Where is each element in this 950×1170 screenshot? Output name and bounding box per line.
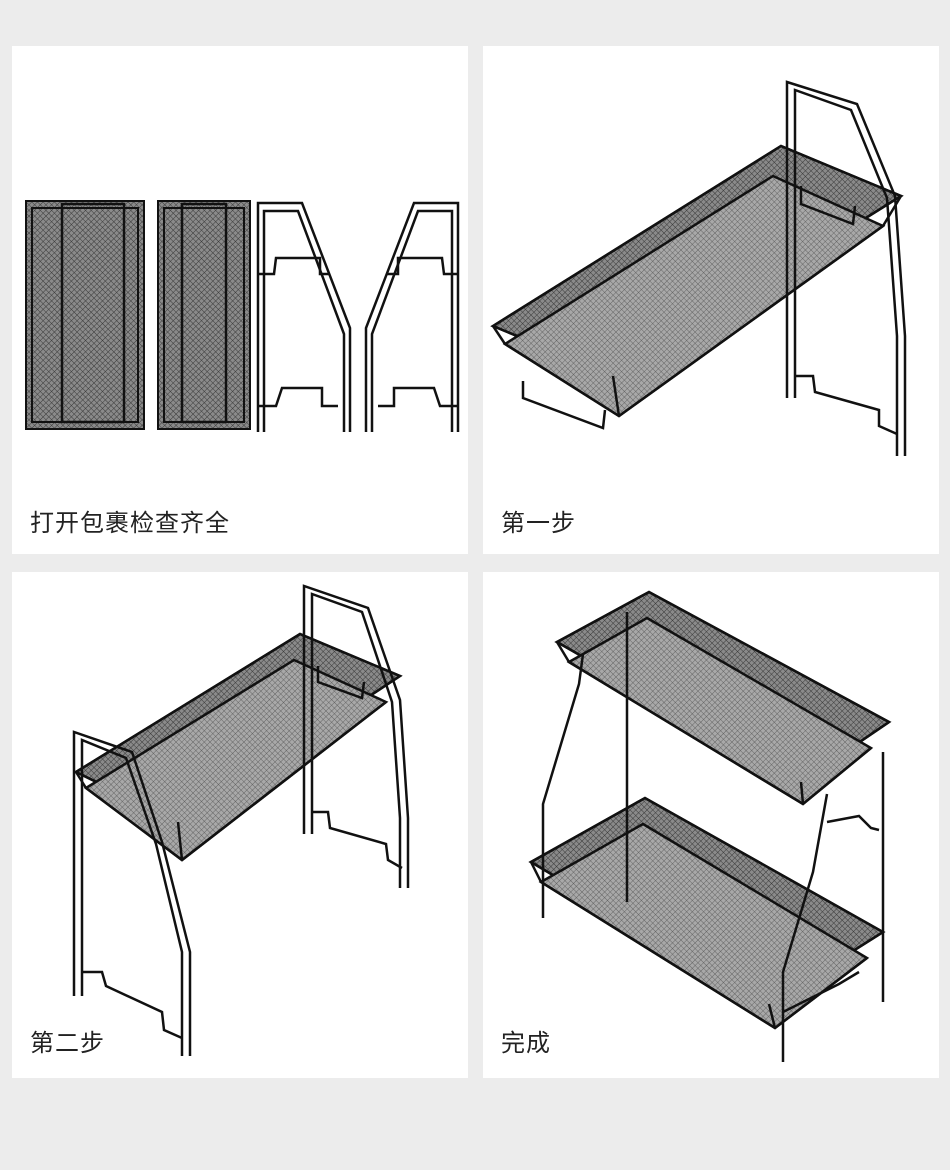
frame-part-1 (256, 201, 352, 432)
step-caption: 完成 (501, 1029, 551, 1057)
step-panel-step-two: 第二步 (12, 572, 468, 1078)
step-panel-unpack: 打开包裹检查齐全 (12, 46, 468, 554)
tray-part-2 (157, 200, 251, 430)
step-panel-complete: 完成 (483, 572, 939, 1078)
step-caption: 第二步 (30, 1029, 105, 1057)
frame-part-2 (364, 201, 460, 432)
parts-illustration (25, 200, 460, 432)
step-panel-step-one: 第一步 (483, 46, 939, 554)
step-two-illustration (72, 584, 410, 1056)
step-caption: 打开包裹检查齐全 (30, 509, 230, 537)
step-caption: 第一步 (501, 509, 576, 537)
complete-illustration (528, 590, 892, 1062)
step-one-illustration (490, 80, 907, 456)
tray-part-1 (25, 200, 145, 430)
